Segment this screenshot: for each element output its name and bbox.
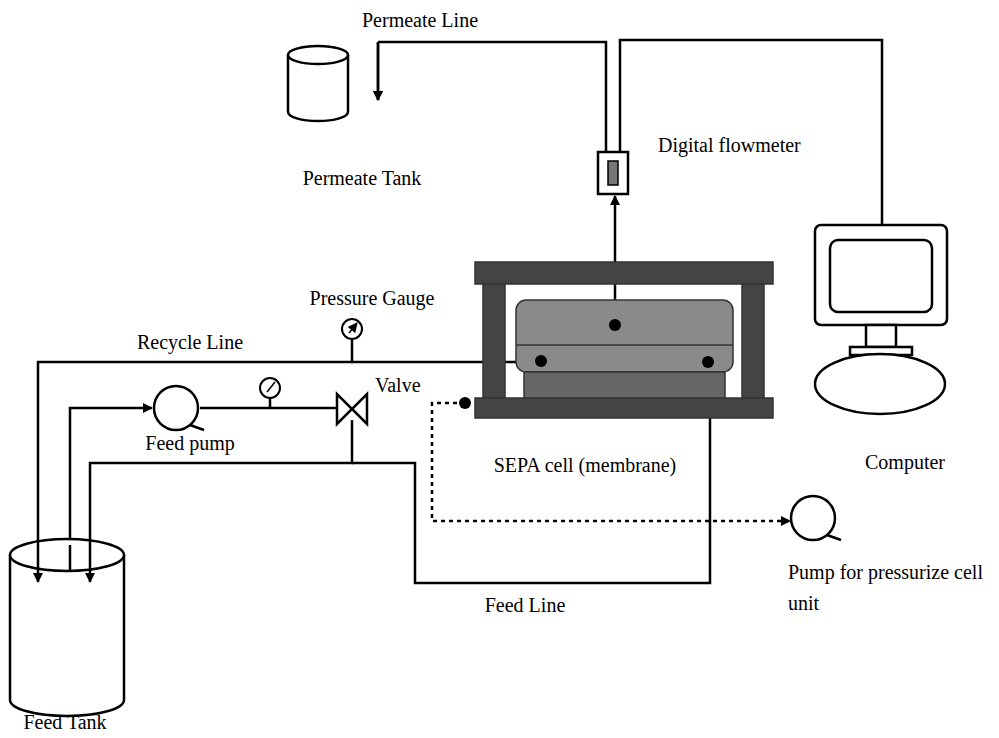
- tank-arrow-redraw: [38, 42, 378, 582]
- tank-arrow-redraw-part: [69, 545, 72, 572]
- connection-dots-part: [609, 319, 621, 331]
- pipe-lines-part: [377, 42, 380, 100]
- line-label: Permeate Line: [362, 8, 478, 32]
- valve-symbol-part: [352, 394, 367, 424]
- feed-tank-part: [10, 539, 124, 571]
- permeate-tank: [288, 46, 348, 121]
- sepa-cell-part: [483, 284, 505, 398]
- permeate-tank-part: [288, 46, 348, 64]
- pipe-lines-part: [269, 398, 272, 408]
- instrument-label: Digital flowmeter: [658, 133, 801, 157]
- tank-arrow-redraw-part: [377, 42, 380, 100]
- tank-arrow-redraw-part: [89, 540, 92, 582]
- tank-label: Feed Tank: [23, 710, 106, 734]
- pressurize-dashed-line-part: [432, 403, 790, 521]
- sepa-cell-part: [475, 398, 773, 418]
- sepa-cell-part: [516, 344, 733, 346]
- computer-label: Computer: [865, 450, 945, 474]
- pressure-gauges: [260, 319, 362, 398]
- pressure-gauges-part: [349, 323, 357, 333]
- pump-label: Feed pump: [145, 431, 234, 455]
- connection-dots-part: [535, 355, 547, 367]
- connection-dots-part: [702, 356, 714, 368]
- sepa-cell-part: [524, 372, 725, 398]
- pressure-gauges-part: [342, 319, 362, 339]
- pipe-lines-part: [378, 42, 606, 152]
- computer: [815, 225, 947, 414]
- instrument-label: Pressure Gauge: [310, 286, 435, 310]
- feed-tank: [10, 539, 124, 716]
- computer-part: [830, 240, 932, 312]
- pump-symbols-part: [791, 496, 835, 540]
- valve-label: Valve: [375, 373, 421, 397]
- computer-part: [815, 354, 945, 414]
- pipe-lines-part: [620, 40, 882, 225]
- connection-dots: [459, 319, 714, 409]
- computer-part: [866, 325, 896, 347]
- line-label: Feed Line: [485, 593, 566, 617]
- pump-symbols-part: [190, 425, 204, 430]
- pump-label: Pump for pressurize cell unit: [788, 557, 993, 619]
- valve-symbol-part: [337, 394, 352, 424]
- pressurize-dashed-line: [432, 403, 790, 521]
- line-label: Recycle Line: [137, 330, 243, 354]
- flowmeter-part: [608, 161, 618, 185]
- valve-symbol: [337, 394, 367, 424]
- sepa-cell-part: [516, 300, 733, 372]
- connection-dots-part: [459, 397, 471, 409]
- feed-tank-part: [10, 555, 124, 716]
- flowmeter: [598, 152, 628, 194]
- pressure-gauges-part: [260, 378, 280, 398]
- flowmeter-part: [598, 152, 628, 194]
- pressure-gauges-part: [267, 382, 275, 392]
- tank-label: Permeate Tank: [303, 166, 422, 190]
- sepa-cell: [475, 262, 773, 418]
- pipe-lines-part: [351, 340, 354, 362]
- sepa-cell-part: [475, 262, 773, 284]
- sepa-cell-part: [742, 284, 764, 398]
- pipe-lines-part: [200, 407, 337, 410]
- computer-part: [815, 225, 947, 325]
- pipe-lines-part: [90, 420, 352, 580]
- pipe-lines: [38, 40, 882, 583]
- cell-label: SEPA cell (membrane): [494, 453, 677, 477]
- pump-symbols-part: [827, 535, 841, 540]
- tank-arrow-redraw-part: [37, 540, 40, 582]
- pump-symbols: [154, 386, 841, 540]
- pump-symbols-part: [154, 386, 198, 430]
